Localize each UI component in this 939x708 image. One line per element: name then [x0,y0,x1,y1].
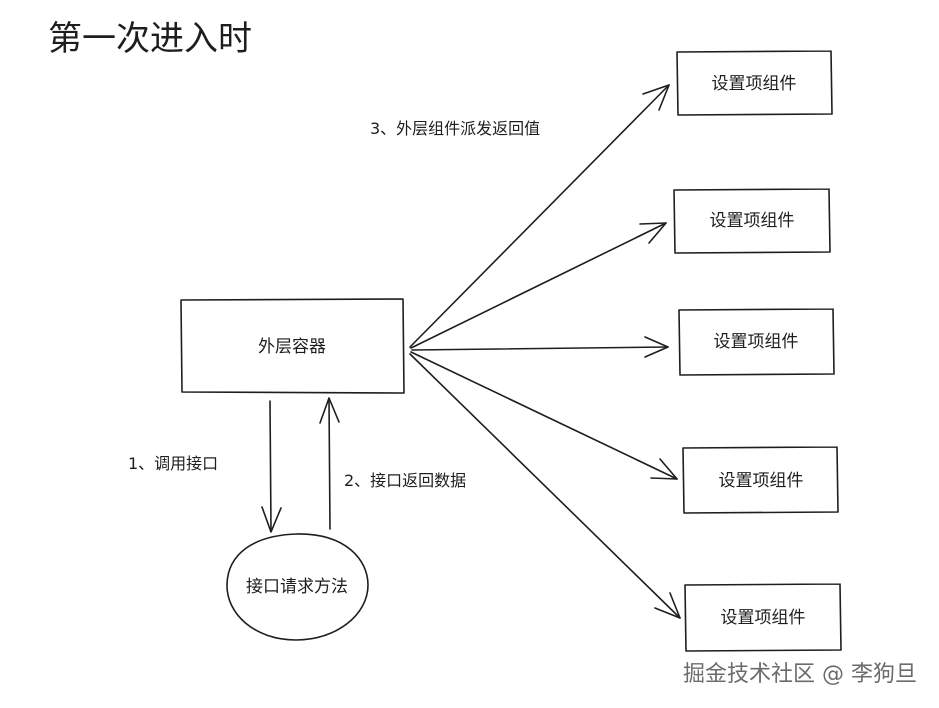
watermark: 掘金技术社区 @ 李狗旦 [683,662,917,687]
setting-item-2: 设置项组件 [673,188,831,254]
diagram-title: 第一次进入时 [48,19,252,59]
setting-item-2-label: 设置项组件 [710,211,795,231]
setting-item-1-label: 设置项组件 [712,74,797,94]
return-data-label: 2、接口返回数据 [344,471,466,490]
arrow-to-item-3 [411,336,669,358]
setting-item-3-label: 设置项组件 [714,332,799,352]
arrow-to-item-1 [409,84,670,348]
setting-item-3: 设置项组件 [678,308,835,376]
arrow-to-item-4 [410,351,678,480]
request-label: 接口请求方法 [246,577,348,597]
setting-item-4: 设置项组件 [682,446,839,514]
call-api-label: 1、调用接口 [128,454,218,473]
arrow-to-item-5 [409,353,681,619]
setting-item-5: 设置项组件 [684,583,842,652]
container-node: 外层容器 [180,298,405,394]
dispatch-label: 3、外层组件派发返回值 [370,119,540,138]
setting-item-1: 设置项组件 [676,50,833,116]
arrow-to-item-2 [410,222,667,349]
setting-item-5-label: 设置项组件 [721,608,806,628]
arrow-call-api [261,400,282,533]
arrow-return-data [319,397,340,530]
request-node: 接口请求方法 [226,533,369,641]
container-label: 外层容器 [258,337,326,357]
setting-item-4-label: 设置项组件 [719,471,804,491]
